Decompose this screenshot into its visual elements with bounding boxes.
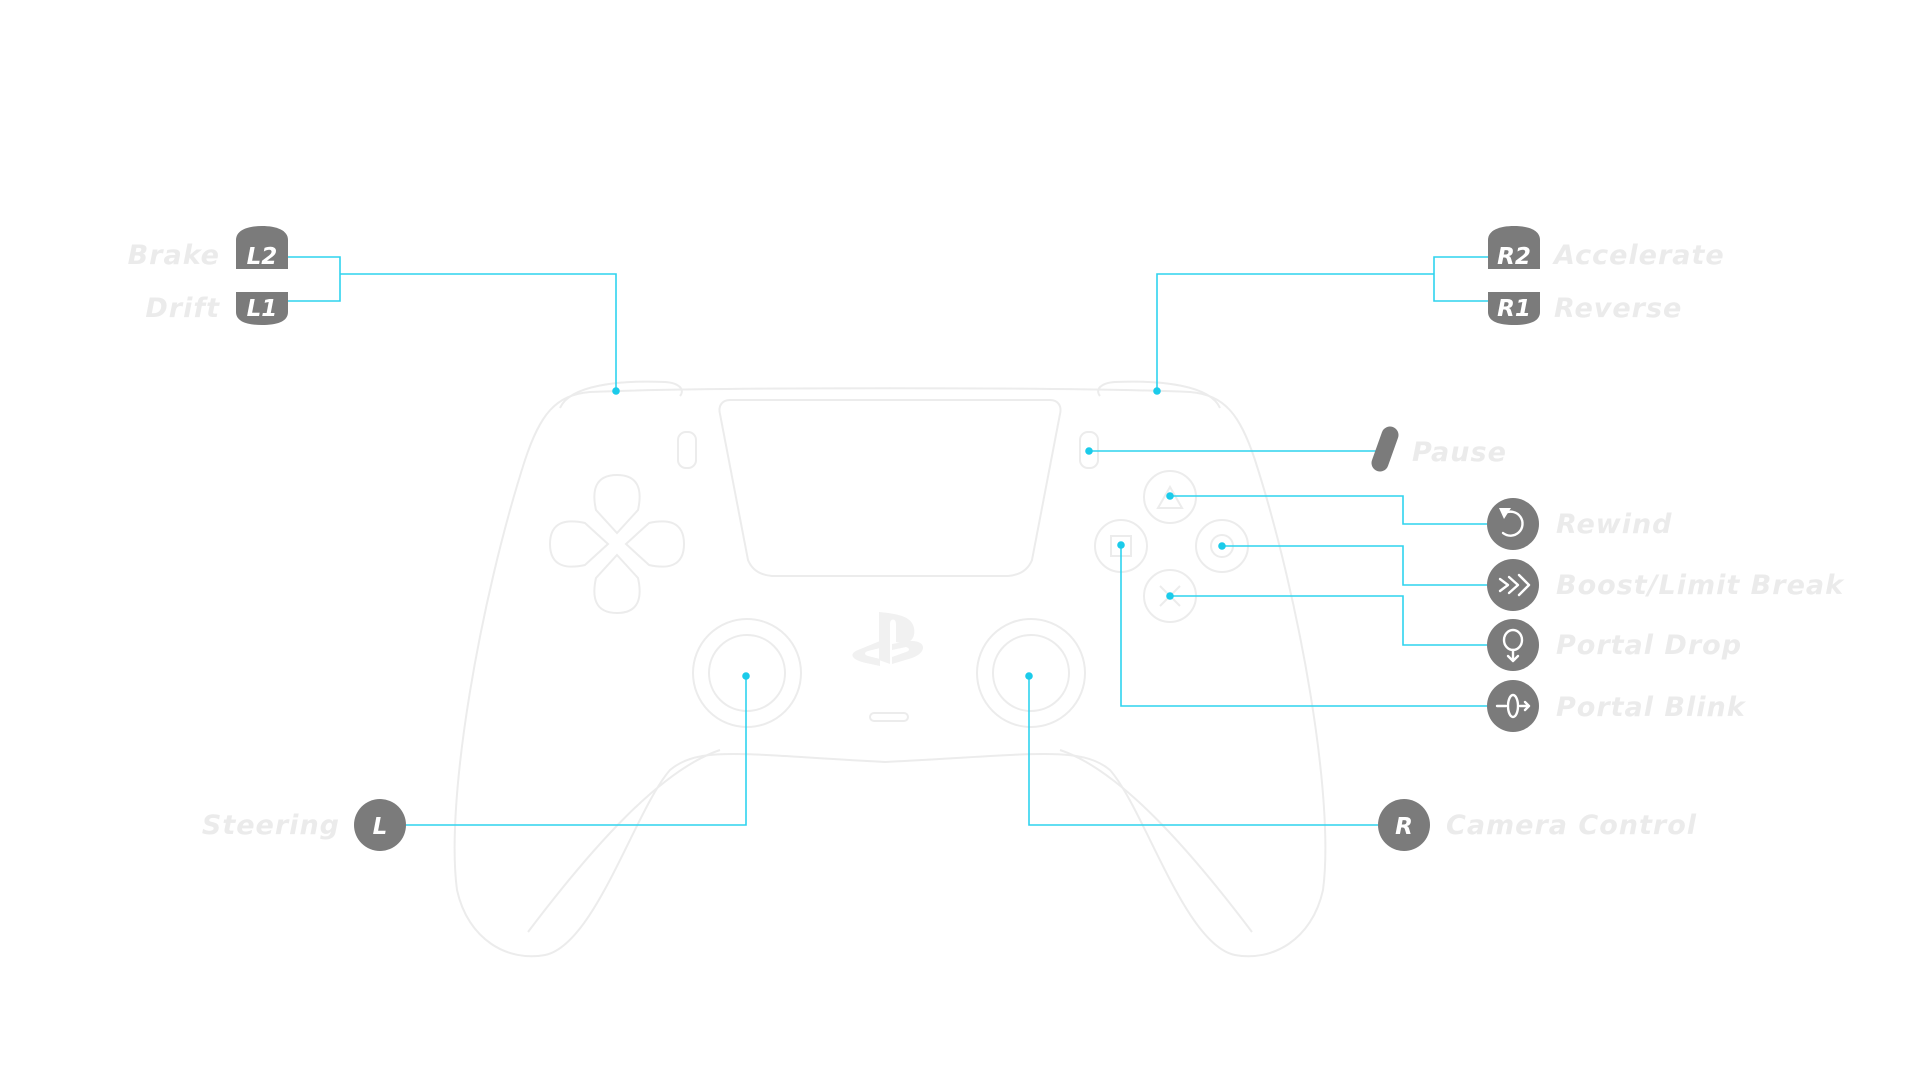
accelerate-label: Accelerate: [1552, 240, 1725, 271]
l-stick-badge-text: L: [373, 814, 388, 840]
create-button: [677, 431, 697, 469]
r-stick-badge-text: R: [1395, 814, 1413, 840]
binding-camera: R Camera Control: [1378, 799, 1697, 851]
boost-icon: [1498, 573, 1531, 597]
mute-button: [869, 712, 909, 722]
leader-rewind: [1170, 495, 1487, 525]
r1-badge-text: R1: [1497, 296, 1531, 322]
leader-portal-drop: [1170, 595, 1487, 646]
left-grip-contour: [527, 749, 721, 933]
steering-label: Steering: [202, 810, 340, 841]
binding-pause: Pause: [1371, 426, 1507, 472]
binding-steering: Steering L: [202, 799, 406, 851]
rewind-label: Rewind: [1556, 509, 1673, 540]
portal-drop-icon: [1502, 628, 1524, 663]
l1-badge-text: L1: [247, 296, 278, 322]
r2-badge: [1488, 226, 1540, 269]
left-bumper-outline: [559, 380, 683, 409]
binding-rewind: Rewind: [1487, 498, 1673, 550]
touchpad: [718, 399, 1062, 577]
dot-r-shoulder: [1153, 387, 1161, 395]
options-icon: [1371, 426, 1399, 472]
right-bumper-outline: [1097, 380, 1221, 409]
dot-left-stick: [742, 672, 750, 680]
rewind-badge: [1487, 498, 1539, 550]
portal-blink-icon: [1495, 693, 1531, 719]
r-stick-badge: [1378, 799, 1430, 851]
l2-badge: [236, 226, 288, 269]
dpad: [548, 473, 686, 615]
leader-r2-r1: [1156, 256, 1488, 391]
dot-square: [1117, 541, 1125, 549]
controller-body: [453, 387, 1327, 958]
r2-badge-text: R2: [1497, 244, 1531, 270]
reverse-label: Reverse: [1554, 293, 1682, 324]
leader-steering: [405, 676, 747, 826]
leader-boost: [1222, 545, 1487, 586]
boost-label: Boost/Limit Break: [1556, 570, 1845, 601]
portal-drop-badge: [1487, 619, 1539, 671]
portal-drop-label: Portal Drop: [1556, 630, 1742, 661]
leader-portal-blink: [1120, 545, 1487, 707]
l1-badge: [236, 292, 288, 325]
binding-drift: Drift L1: [145, 292, 288, 325]
dot-triangle: [1166, 492, 1174, 500]
pause-label: Pause: [1412, 437, 1507, 468]
leader-dots: [612, 387, 1226, 680]
rewind-icon: [1499, 508, 1524, 537]
dot-cross: [1166, 592, 1174, 600]
l2-badge-text: L2: [247, 244, 278, 270]
binding-accelerate: R2 Accelerate: [1488, 226, 1725, 271]
leader-l2-l1: [288, 256, 617, 391]
r1-badge: [1488, 292, 1540, 325]
brake-label: Brake: [128, 240, 220, 271]
controller-outline: [453, 380, 1327, 958]
right-grip-contour: [1059, 749, 1253, 933]
binding-portal-drop: Portal Drop: [1487, 619, 1742, 671]
portal-blink-badge: [1487, 680, 1539, 732]
left-stick: [692, 618, 802, 728]
drift-label: Drift: [145, 293, 220, 324]
leader-lines: [288, 256, 1488, 826]
dot-right-stick: [1025, 672, 1033, 680]
binding-boost: Boost/Limit Break: [1487, 559, 1845, 611]
leader-camera: [1028, 676, 1378, 826]
camera-label: Camera Control: [1446, 810, 1697, 841]
playstation-logo-icon: [852, 612, 924, 666]
binding-brake: Brake L2: [128, 226, 288, 271]
dot-l-shoulder: [612, 387, 620, 395]
options-button: [1079, 431, 1099, 469]
boost-badge: [1487, 559, 1539, 611]
dot-circle: [1218, 542, 1226, 550]
dot-options: [1085, 447, 1093, 455]
l-stick-badge: [354, 799, 406, 851]
binding-reverse: R1 Reverse: [1488, 292, 1682, 325]
portal-blink-label: Portal Blink: [1556, 692, 1747, 723]
binding-portal-blink: Portal Blink: [1487, 680, 1747, 732]
right-stick: [976, 618, 1086, 728]
